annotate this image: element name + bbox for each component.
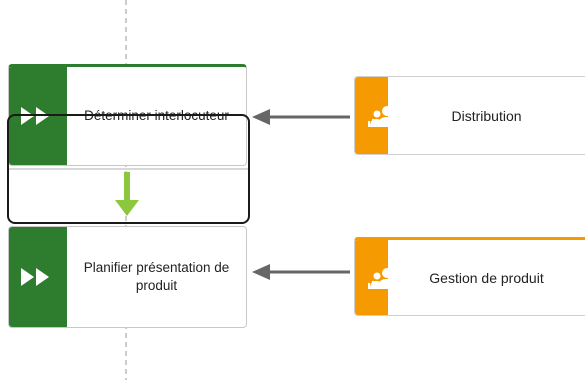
org-unit-box-gestion-de-produit[interactable]: Gestion de produit <box>354 237 585 316</box>
org-unit-label: Distribution <box>451 107 522 124</box>
org-unit-label: Gestion de produit <box>429 269 544 286</box>
function-type-tab <box>9 227 67 327</box>
org-unit-box-distribution[interactable]: Distribution <box>354 76 585 155</box>
people-icon <box>368 267 396 289</box>
double-chevron-icon <box>21 268 49 286</box>
function-label: Planifier présentation de produit <box>83 260 230 293</box>
people-icon <box>368 105 396 127</box>
org-unit-type-tab <box>355 77 396 154</box>
function-box-planifier-presentation[interactable]: Planifier présentation de produit <box>8 226 247 328</box>
selection-frame <box>7 114 250 224</box>
function-type-tab <box>9 67 67 165</box>
double-chevron-icon <box>21 107 49 125</box>
org-unit-type-tab <box>355 240 396 315</box>
